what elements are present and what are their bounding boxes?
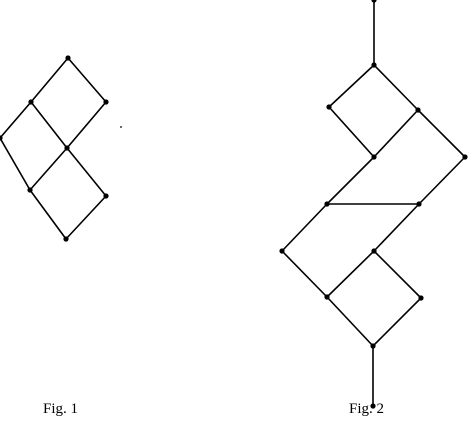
figure-1-node-d (0, 135, 3, 141)
figure-2-edge-e-g (418, 156, 466, 205)
figure-2-edge-j-l (326, 296, 374, 347)
figure-2-node-e (462, 154, 468, 160)
figure-2-edge-a-b (328, 64, 375, 108)
figure-2-node-k (418, 295, 424, 301)
figure-2-edge-c-d (373, 109, 419, 158)
figure-2-node-g (416, 201, 422, 207)
figure-2-lattice (279, 0, 468, 409)
figure-1-edge-g-h (65, 195, 107, 240)
figure-2-edge-k-l (372, 297, 422, 347)
figure-2-node-bt (370, 403, 376, 409)
figure-1-edge-b-d (0, 101, 32, 139)
figure-1-node-e (64, 145, 70, 151)
figure-1-caption: Fig. 1 (43, 401, 79, 417)
figure-1-edge-b-e (30, 101, 68, 149)
figure-2-edge-h-j (281, 250, 328, 298)
figure-1-node-g (103, 193, 109, 199)
figure-1-edge-c-e (66, 101, 107, 149)
figure-1-edge-a-b (30, 57, 69, 103)
figure-1-edge-e-g (66, 147, 107, 197)
figure-1-lattice (0, 55, 109, 242)
figure-2-node-i (371, 248, 377, 254)
figure-1-node-c (103, 99, 109, 105)
figure-1-node-a (65, 55, 71, 61)
figure-2-edge-i-j (326, 250, 375, 298)
figure-2-edge-f-h (281, 203, 328, 252)
figure-2-edge-b-d (328, 106, 375, 158)
figure-2-node-t (371, 0, 377, 3)
figure-2-node-h (279, 248, 285, 254)
figure-2-edge-d-f (326, 156, 375, 205)
figure-2-caption: Fig. 2 (349, 401, 385, 417)
figure-1-node-b (28, 99, 34, 105)
figure-2-node-a (371, 62, 377, 68)
figure-2-node-l (370, 343, 376, 349)
figure-2-node-b (326, 104, 332, 110)
figure-1-node-h (63, 236, 69, 242)
figure-2-edge-i-k (373, 250, 422, 299)
figure-2-node-j (324, 294, 330, 300)
stray-dot (120, 126, 122, 128)
figure-1-edge-a-c (67, 57, 107, 103)
figure-2-node-f (324, 201, 330, 207)
figure-2-node-c (415, 107, 421, 113)
figure-1-node-f (27, 187, 33, 193)
figure-1-edge-e-f (29, 147, 68, 191)
figure-2-edge-g-i (373, 203, 420, 252)
figure-2-edge-c-e (417, 109, 466, 158)
figure-2-edge-a-c (373, 64, 419, 111)
figure-1-edge-d-f (0, 137, 31, 191)
figure-2-node-d (371, 154, 377, 160)
figure-1-edge-f-h (29, 189, 67, 240)
